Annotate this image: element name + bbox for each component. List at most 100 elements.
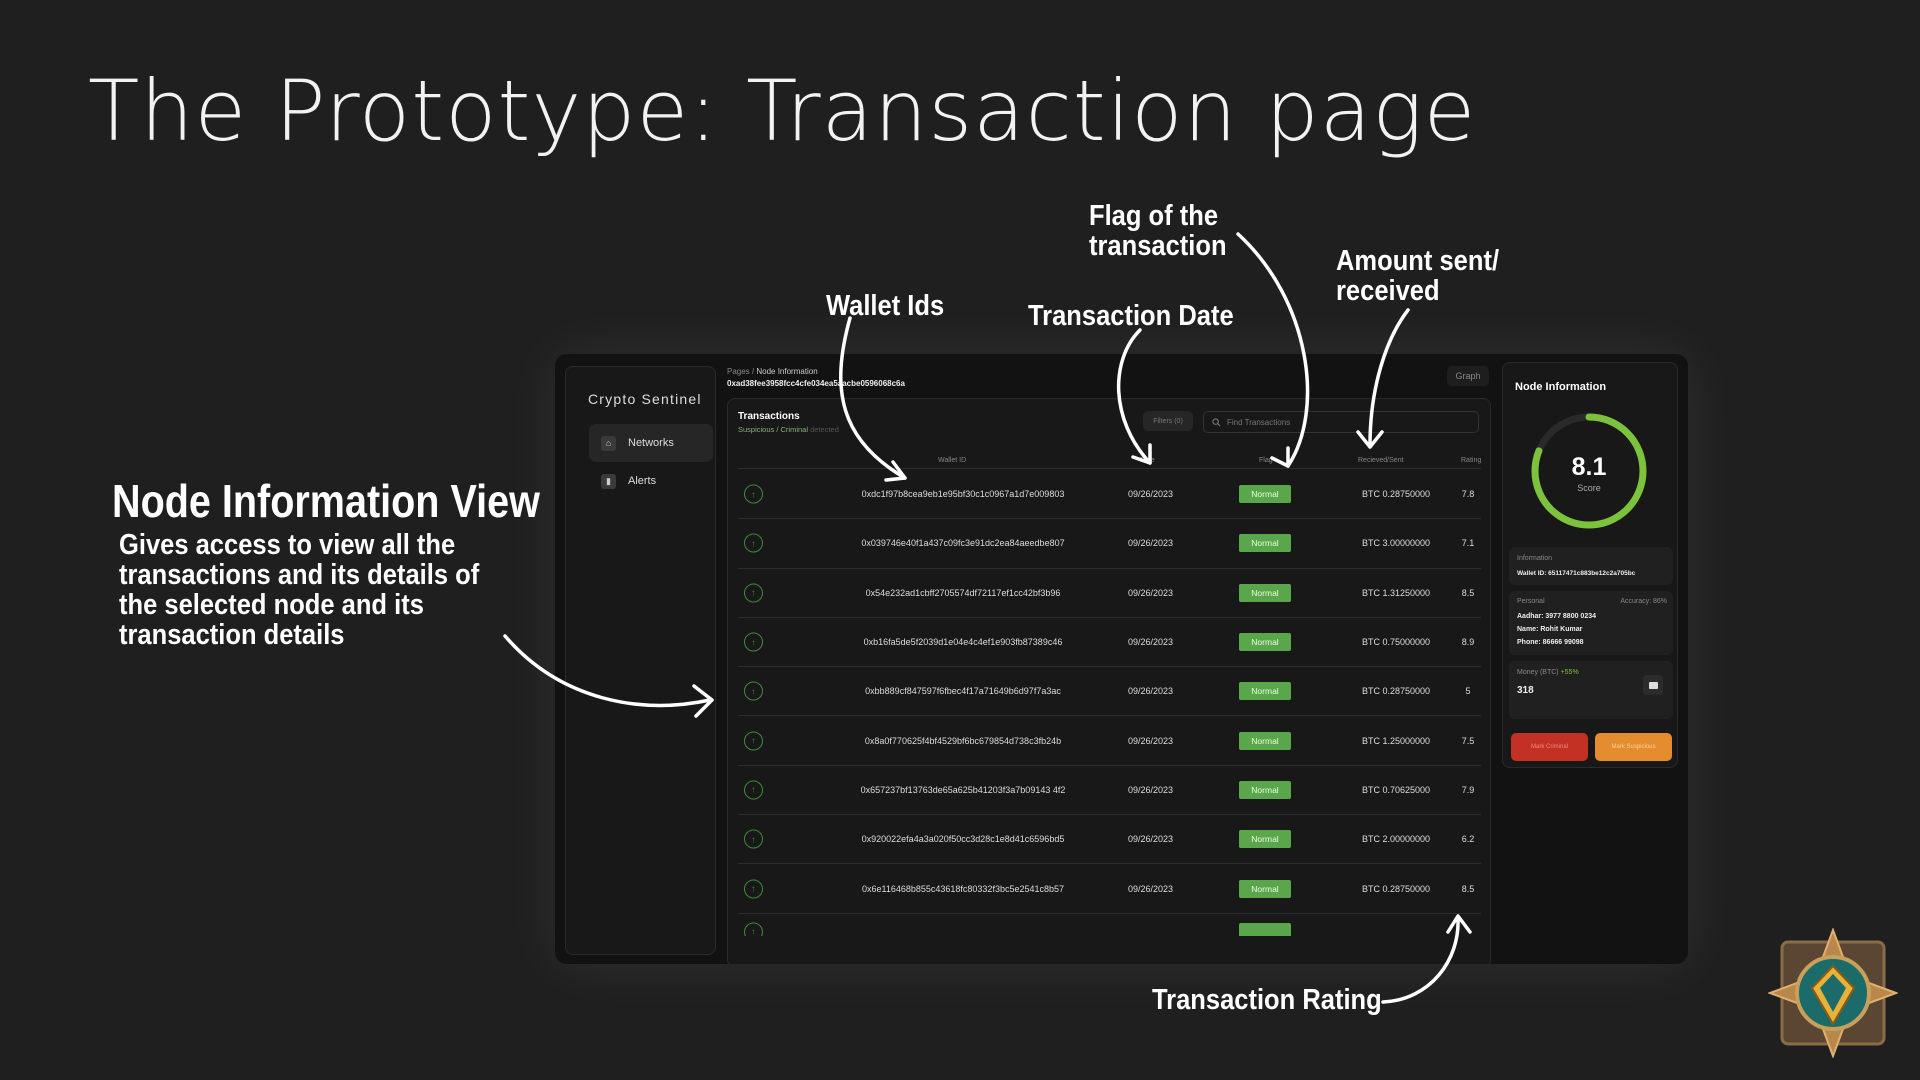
flag-badge: Normal	[1239, 534, 1291, 553]
graph-button[interactable]: Graph	[1447, 366, 1489, 386]
table-row[interactable]: ↑0x54e232ad1cbff2705574df72117ef1cc42bf3…	[738, 569, 1481, 618]
info-label: Information	[1517, 555, 1553, 562]
amount: BTC 2.00000000	[1361, 834, 1431, 845]
brand-name: Crypto Sentinel	[588, 391, 702, 407]
arrow-up-icon: ↑	[744, 879, 763, 899]
flag-badge: Normal	[1239, 879, 1291, 898]
table-row[interactable]: ↑0xb16fa5de5f2039d1e04e4c4ef1e903fb87389…	[738, 618, 1481, 668]
transactions-title: Transactions	[738, 411, 800, 422]
information-card: Information Wallet ID: 65117471c883be12c…	[1509, 547, 1673, 585]
flag-badge: Normal	[1239, 583, 1291, 602]
transaction-date: 09/26/2023	[1128, 587, 1174, 598]
phone-text: Phone: 86666 99098	[1517, 639, 1584, 646]
amount: BTC 0.75000000	[1361, 637, 1431, 648]
node-information-panel: Node Information 8.1 Score Information W…	[1502, 362, 1678, 768]
sidebar-item-alerts[interactable]: ▮ Alerts	[589, 462, 713, 500]
flag-badge: Normal	[1239, 682, 1291, 701]
arrow-up-icon: ↑	[744, 731, 763, 751]
mark-suspicious-button[interactable]: Mark Suspicious	[1595, 733, 1672, 761]
breadcrumb-current: Node Information	[756, 367, 818, 376]
arrow-up-icon: ↑	[744, 829, 763, 849]
rating: 8.5	[1461, 883, 1475, 894]
money-change: +55%	[1560, 669, 1579, 676]
mark-criminal-button[interactable]: Mark Criminal	[1511, 733, 1588, 761]
table-row[interactable]: ↑ 0x6e116468b855c43618fc80332f3bc5e2541c8…	[738, 864, 1481, 914]
personal-label: Personal	[1517, 598, 1545, 605]
arrow-up-icon: ↑	[744, 681, 763, 701]
wallet-icon[interactable]	[1643, 675, 1663, 695]
transaction-date: 09/26/2023	[1128, 735, 1174, 746]
score-label: Score	[1577, 483, 1601, 493]
wallet-id-info: Wallet ID: 65117471c883be12c2a705bc	[1517, 570, 1636, 577]
rating: 7.9	[1461, 784, 1475, 795]
column-amount[interactable]: Recieved/Sent	[1358, 457, 1404, 464]
table-row[interactable]: ↑0x920022efa4a3a020f50cc3d28c1e8d41c6596…	[738, 815, 1481, 865]
transaction-date: 09/26/2023	[1128, 637, 1174, 648]
search-input[interactable]: Find Transactions	[1203, 411, 1479, 433]
arrow-up-icon: ↑	[744, 922, 763, 936]
sidebar-item-label: Alerts	[628, 475, 657, 487]
table-row[interactable]: ↑0xdc1f97b8cea9eb1e95bf30c1c0967a1d7e009…	[738, 470, 1481, 520]
score-gauge-arc	[1531, 413, 1647, 529]
transaction-date: 09/26/2023	[1128, 538, 1174, 549]
arrow-up-icon: ↑	[744, 632, 763, 652]
app-window: Crypto Sentinel ⌂ Networks ▮ Alerts Page…	[555, 354, 1688, 964]
personal-card: Personal Accuracy: 86% Aadhar: 3977 8800…	[1509, 591, 1673, 655]
transaction-date: 09/26/2023	[1128, 686, 1174, 697]
side-description: Gives access to view all the transaction…	[119, 529, 480, 651]
wallet-id: 0x657237bf13763de65a625b41203f3a7b09143 …	[860, 784, 1066, 795]
transactions-table-body: ↑0xdc1f97b8cea9eb1e95bf30c1c0967a1d7e009…	[738, 470, 1481, 936]
annotation-flag: Flag of the transaction	[1089, 200, 1227, 262]
table-row[interactable]: ↑ 0xbb889cf847597f6fbec4f17a71649b6d97f7a…	[738, 667, 1481, 717]
aadhar-text: Aadhar: 3977 8800 0234	[1517, 613, 1596, 620]
amount: BTC 1.25000000	[1361, 735, 1431, 746]
table-header: Wallet ID Date Flag Recieved/Sent Rating	[738, 455, 1481, 469]
transaction-date: 09/26/2023	[1128, 489, 1174, 500]
flag-badge: Normal	[1239, 731, 1291, 750]
filters-button[interactable]: Filters (0)	[1143, 411, 1193, 431]
wallet-id: 0xbb889cf847597f6fbec4f17a71649b6d97f7a3…	[865, 686, 1061, 697]
wallet-id: 0x8a0f770625f4bf4529bf6bc679854d738c3fb2…	[864, 735, 1062, 746]
rating: 8.5	[1461, 587, 1475, 598]
annotation-wallet-ids: Wallet Ids	[826, 290, 945, 322]
subtitle-rest: detected	[810, 425, 839, 434]
transaction-date: 09/26/2023	[1128, 834, 1174, 845]
amount: BTC 0.28750000	[1361, 686, 1431, 697]
annotation-amount: Amount sent/ received	[1336, 245, 1500, 307]
bar-chart-icon: ▮	[601, 473, 616, 489]
transaction-date: 09/26/2023	[1128, 784, 1174, 795]
subtitle-highlight: Suspicious / Criminal	[738, 425, 809, 434]
rating: 7.5	[1461, 735, 1475, 746]
money-value: 318	[1517, 685, 1534, 696]
rating: 5	[1465, 686, 1471, 697]
amount: BTC 0.28750000	[1361, 883, 1431, 894]
table-row[interactable]: ↑0x657237bf13763de65a625b41203f3a7b09143…	[738, 766, 1481, 816]
breadcrumb: Pages / Node Information	[727, 367, 818, 376]
flag-badge: Normal	[1239, 780, 1291, 799]
node-address: 0xad38fee3958fcc4cfe034ea5aacbe0596068c6…	[727, 379, 905, 388]
column-flag[interactable]: Flag	[1259, 457, 1273, 464]
money-label-text: Money (BTC)	[1517, 669, 1559, 676]
wallet-id: 0x6e116468b855c43618fc80332f3bc5e2541c8b…	[861, 883, 1065, 894]
amount: BTC 0.70625000	[1361, 784, 1431, 795]
money-card: Money (BTC) +55% 318	[1509, 661, 1673, 719]
table-row-partial[interactable]: ↑	[738, 914, 1481, 936]
arrow-up-icon: ↑	[744, 533, 763, 553]
search-placeholder: Find Transactions	[1227, 417, 1291, 427]
transaction-date: 09/26/2023	[1128, 883, 1174, 894]
annotation-rating: Transaction Rating	[1152, 984, 1382, 1016]
sidebar-item-networks[interactable]: ⌂ Networks	[589, 424, 713, 462]
table-row[interactable]: ↑0x039746e40f1a437c09fc3e91dc2ea84aeedbe…	[738, 519, 1481, 569]
flag-badge: Normal	[1239, 633, 1291, 652]
annotation-transaction-date: Transaction Date	[1028, 300, 1234, 332]
score-gauge	[1531, 413, 1647, 529]
side-heading: Node Information View	[112, 475, 540, 527]
amount: BTC 1.31250000	[1361, 587, 1431, 598]
breadcrumb-root[interactable]: Pages	[727, 367, 750, 376]
score-value: 8.1	[1571, 453, 1607, 481]
table-row[interactable]: ↑ 0x8a0f770625f4bf4529bf6bc679854d738c3fb…	[738, 716, 1481, 766]
column-rating[interactable]: Rating	[1461, 457, 1482, 464]
rating: 6.2	[1461, 834, 1475, 845]
column-wallet[interactable]: Wallet ID	[938, 457, 967, 464]
column-date[interactable]: Date	[1140, 457, 1155, 464]
